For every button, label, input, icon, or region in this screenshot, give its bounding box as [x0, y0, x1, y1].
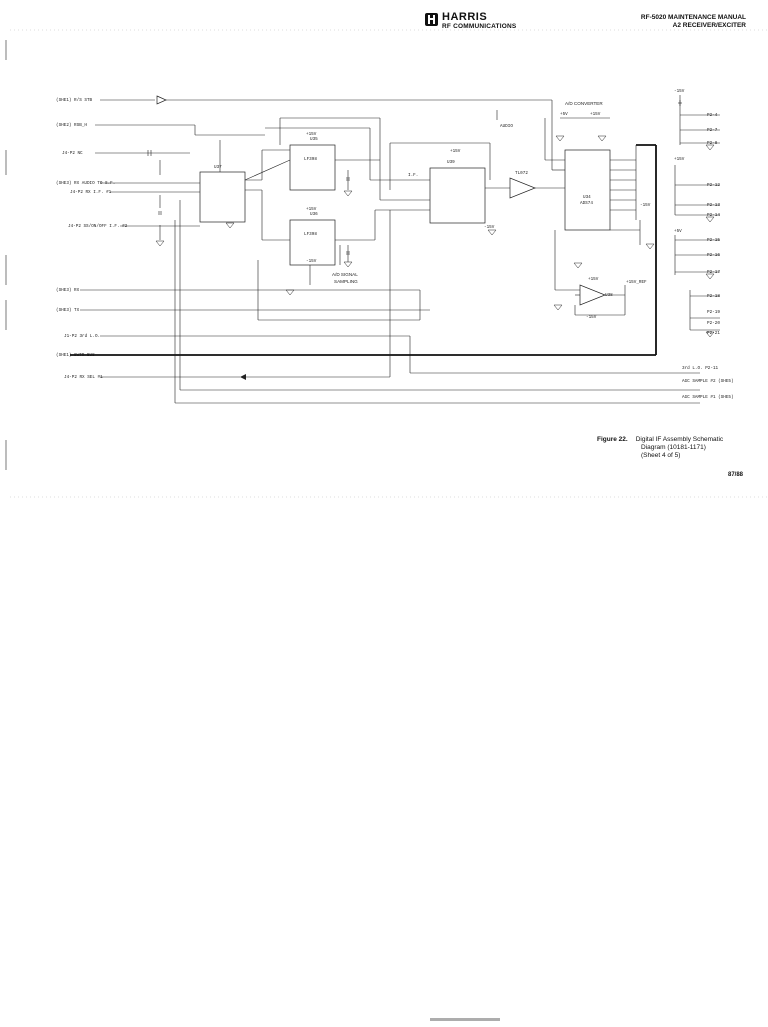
- output-labels: P2-4 P2-7 P2-8 P2-12 P2-13 P2-14 P2-15 P…: [682, 113, 734, 400]
- figure-number: Figure 22.: [597, 436, 628, 443]
- passive-components: [147, 100, 682, 262]
- svg-text:-15V: -15V: [640, 203, 651, 208]
- chip-label: U39: [447, 160, 455, 165]
- input-lines: (SHE1) R/S STB (SHE2) RSB_H J4-P2 NC (SH…: [56, 95, 700, 380]
- input-label: (SHE1) R/S STB: [56, 98, 93, 103]
- svg-text:+15V: +15V: [306, 207, 317, 212]
- manual-header: RF-5020 MAINTENANCE MANUAL A2 RECEIVER/E…: [641, 14, 746, 30]
- svg-text:P2-17: P2-17: [707, 270, 720, 275]
- input-label: (SHE3) RX: [56, 288, 80, 293]
- input-label: J1-P2 3rd L.O.: [64, 334, 100, 339]
- svg-text:-15V: -15V: [484, 225, 495, 230]
- sampling-label: A/D SIGNAL: [332, 272, 358, 277]
- ground-symbols: [155, 135, 715, 338]
- a2d-converter-label: A/D CONVERTER: [565, 101, 603, 106]
- sampling-label: SAMPLING: [334, 279, 358, 284]
- svg-text:LF398: LF398: [304, 232, 317, 237]
- input-label: J4-P2 RX I.F. #1: [70, 190, 112, 195]
- svg-text:+15V_REF: +15V_REF: [626, 280, 647, 285]
- company-name: HARRIS: [442, 11, 488, 23]
- chip-u35: U35 LF398: [289, 137, 336, 191]
- svg-text:-15V: -15V: [306, 259, 317, 264]
- svg-text:P2-7: P2-7: [707, 128, 718, 133]
- input-label: (SHE3) TX: [56, 308, 80, 313]
- chip-u39: U39: [429, 160, 486, 224]
- input-label: (SHE3) RX AUDIO TO S.F.: [56, 181, 115, 186]
- svg-text:P2-12: P2-12: [707, 183, 720, 188]
- input-label: J4-P2 RX SEL #1: [64, 375, 103, 380]
- svg-text:-15V: -15V: [674, 89, 685, 94]
- schematic-labels: A/D CONVERTER A/D SIGNAL SAMPLING AUDIO …: [306, 89, 685, 320]
- manual-subtitle: A2 RECEIVER/EXCITER: [672, 22, 746, 29]
- svg-text:-15V: -15V: [586, 315, 597, 320]
- chip-u37: U37: [199, 165, 262, 223]
- bottom-logo-fragment: [430, 1018, 500, 1027]
- svg-text:P2-16: P2-16: [707, 253, 720, 258]
- svg-text:+5V: +5V: [560, 112, 568, 117]
- svg-text:P2-18: P2-18: [707, 294, 720, 299]
- chip-u36: U36 LF398: [289, 212, 336, 266]
- svg-text:+15V: +15V: [588, 277, 599, 282]
- svg-text:TL072: TL072: [515, 171, 528, 176]
- svg-text:P2-14: P2-14: [707, 213, 720, 218]
- input-label: J4-P2 SS/ON/OFF I.F. #2: [68, 224, 128, 229]
- chip-label: U35: [310, 137, 318, 142]
- figure-title: Digital IF Assembly Schematic: [635, 436, 724, 443]
- svg-text:+15V: +15V: [306, 132, 317, 137]
- svg-text:AGC SAMPLE #2 (SHE5): AGC SAMPLE #2 (SHE5): [682, 379, 734, 384]
- input-label: (SHE2) RSB_H: [56, 123, 87, 128]
- output-lines: [674, 95, 720, 331]
- opamp-u38: U38: [575, 284, 613, 306]
- input-label: J4-P2 NC: [62, 151, 83, 156]
- figure-caption: Figure 22.Digital IF Assembly Schematic …: [597, 436, 723, 460]
- svg-text:P2-8: P2-8: [707, 141, 718, 146]
- svg-text:P2-21: P2-21: [707, 331, 720, 336]
- svg-text:+15V: +15V: [590, 112, 601, 117]
- opamp-tl072: TL072: [485, 171, 565, 199]
- svg-text:P2-20: P2-20: [707, 321, 720, 326]
- figure-sheet: (Sheet 4 of 5): [641, 452, 681, 459]
- chip-label: U37: [214, 165, 222, 170]
- svg-text:ADS74: ADS74: [580, 201, 593, 206]
- interconnects: [174, 110, 700, 404]
- chip-label: U36: [310, 212, 318, 217]
- page-date: 87/88: [728, 472, 744, 478]
- chip-u34: U34 ADS74: [564, 145, 637, 231]
- svg-text:+15V: +15V: [450, 149, 461, 154]
- svg-text:P2-13: P2-13: [707, 203, 720, 208]
- company-division: RF COMMUNICATIONS: [442, 23, 517, 30]
- if-label: I.F.: [408, 173, 418, 178]
- manual-title: RF-5020 MAINTENANCE MANUAL: [640, 14, 746, 21]
- figure-diagram: Diagram (10181-1171): [641, 444, 706, 451]
- svg-text:+5V: +5V: [674, 229, 682, 234]
- svg-text:P2-19: P2-19: [707, 310, 720, 315]
- svg-text:LF398: LF398: [304, 157, 317, 162]
- audio-label: AUDIO: [500, 124, 513, 129]
- chip-label: U34: [583, 195, 591, 200]
- svg-text:+15V: +15V: [674, 157, 685, 162]
- svg-text:AGC SAMPLE #1 (SHE5): AGC SAMPLE #1 (SHE5): [682, 395, 734, 400]
- svg-text:U38: U38: [605, 293, 613, 298]
- svg-text:3rd L.O. P2-11: 3rd L.O. P2-11: [682, 366, 719, 371]
- svg-text:P2-15: P2-15: [707, 238, 720, 243]
- harris-logo: HARRIS RF COMMUNICATIONS: [425, 12, 516, 31]
- harris-h-icon: [425, 13, 438, 26]
- svg-text:P2-4: P2-4: [707, 113, 718, 118]
